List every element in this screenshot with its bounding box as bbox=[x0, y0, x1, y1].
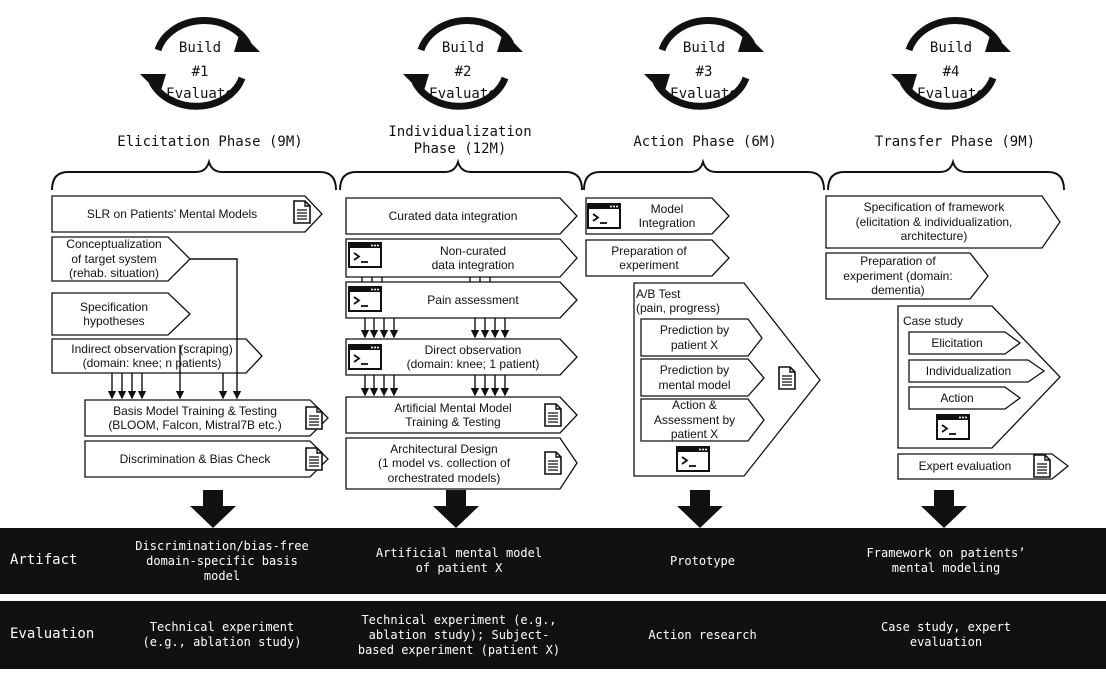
cycle-build-label: Build bbox=[682, 40, 726, 56]
artificial-mental-model-training-label: Artificial Mental Model Training & Testi… bbox=[394, 400, 512, 429]
evaluation-row: Evaluation Technical experiment (e.g., a… bbox=[0, 601, 1106, 669]
document-icon bbox=[1033, 454, 1051, 478]
architectural-design-label: Architectural Design (1 model vs. collec… bbox=[377, 441, 511, 485]
curated-data-integration-label: Curated data integration bbox=[388, 208, 518, 223]
terminal-icon bbox=[936, 414, 970, 440]
action-step-label: Action bbox=[940, 390, 974, 405]
evaluation-row-label: Evaluation bbox=[10, 626, 95, 643]
cycle-evaluate-label: Evaluate bbox=[429, 86, 497, 102]
cycle-number: #4 bbox=[942, 64, 960, 80]
evaluation-cell: Case study, expert evaluation bbox=[880, 620, 1012, 649]
indirect-observation-label: Indirect observation (scraping) (domain:… bbox=[71, 341, 233, 370]
cycle-evaluate-label: Evaluate bbox=[917, 86, 985, 102]
artifact-row-label: Artifact bbox=[10, 552, 78, 569]
basis-model-training-label: Basis Model Training & Testing (BLOOM, F… bbox=[108, 403, 282, 432]
terminal-icon bbox=[348, 344, 382, 370]
direct-observation-label: Direct observation (domain: knee; 1 pati… bbox=[406, 342, 540, 371]
discrimination-bias-check-label: Discrimination & Bias Check bbox=[119, 451, 271, 466]
pain-assessment-label: Pain assessment bbox=[427, 292, 519, 307]
preparation-dementia-label: Preparation of experiment (domain: demen… bbox=[843, 254, 953, 298]
specification-of-framework-label: Specification of framework (elicitation … bbox=[855, 200, 1013, 244]
phase-title-transfer: Transfer Phase (9M) bbox=[874, 134, 1036, 150]
preparation-of-experiment-label: Preparation of experiment bbox=[611, 243, 687, 272]
prediction-by-patient-label: Prediction by patient X bbox=[659, 323, 730, 352]
cycle-evaluate-label: Evaluate bbox=[670, 86, 738, 102]
slr-label: SLR on Patients’ Mental Models bbox=[86, 206, 258, 221]
non-curated-data-integration-label: Non-curated data integration bbox=[431, 243, 515, 272]
phase-title-action: Action Phase (6M) bbox=[633, 134, 777, 150]
document-icon bbox=[778, 366, 796, 390]
cycle-build-label: Build bbox=[178, 40, 222, 56]
ab-test-label: A/B Test (pain, progress) bbox=[636, 286, 721, 315]
document-icon bbox=[544, 451, 562, 475]
down-arrow-icon bbox=[677, 490, 723, 528]
artifact-cell: Framework on patients’ mental modeling bbox=[866, 546, 1026, 575]
brace-icon bbox=[51, 158, 1065, 191]
cycle-build-label: Build bbox=[929, 40, 973, 56]
individualization-step-label: Individualization bbox=[925, 363, 1012, 378]
cycle-build-label: Build bbox=[441, 40, 485, 56]
artifact-cell: Artificial mental model of patient X bbox=[375, 546, 543, 575]
case-study-label: Case study bbox=[903, 313, 964, 328]
document-icon bbox=[305, 406, 323, 430]
specification-hypotheses-label: Specification hypotheses bbox=[79, 299, 149, 328]
artifact-row: Artifact Discrimination/bias-free domain… bbox=[0, 528, 1106, 594]
terminal-icon bbox=[348, 286, 382, 312]
prediction-by-mental-model-label: Prediction by mental model bbox=[658, 363, 731, 392]
document-icon bbox=[293, 200, 311, 224]
down-arrow-icon bbox=[433, 490, 479, 528]
cycle-number: #2 bbox=[454, 64, 472, 80]
action-assessment-label: Action & Assessment by patient X bbox=[653, 398, 736, 442]
evaluation-cell: Action research bbox=[648, 627, 757, 642]
evaluation-cell: Technical experiment (e.g., ablation stu… bbox=[142, 620, 302, 649]
artifact-cell: Prototype bbox=[669, 553, 736, 568]
phase-title-individualization: Individualization Phase (12M) bbox=[388, 124, 532, 157]
expert-evaluation-label: Expert evaluation bbox=[918, 459, 1012, 474]
artifact-cell: Discrimination/bias-free domain-specific… bbox=[135, 538, 309, 583]
elicitation-step-label: Elicitation bbox=[931, 335, 983, 350]
terminal-icon bbox=[587, 203, 621, 229]
cycle-number: #3 bbox=[695, 64, 713, 80]
cycle-evaluate-label: Evaluate bbox=[166, 86, 234, 102]
down-arrow-icon bbox=[190, 490, 236, 528]
terminal-icon bbox=[676, 446, 710, 472]
phase-title-elicitation: Elicitation Phase (9M) bbox=[117, 134, 303, 150]
conceptualization-label: Conceptualization of target system (reha… bbox=[66, 237, 162, 281]
document-icon bbox=[305, 447, 323, 471]
evaluation-cell: Technical experiment (e.g., ablation stu… bbox=[357, 612, 561, 657]
terminal-icon bbox=[348, 242, 382, 268]
down-arrow-icon bbox=[921, 490, 967, 528]
model-integration-label: Model Integration bbox=[638, 201, 696, 230]
cycle-number: #1 bbox=[191, 64, 209, 80]
